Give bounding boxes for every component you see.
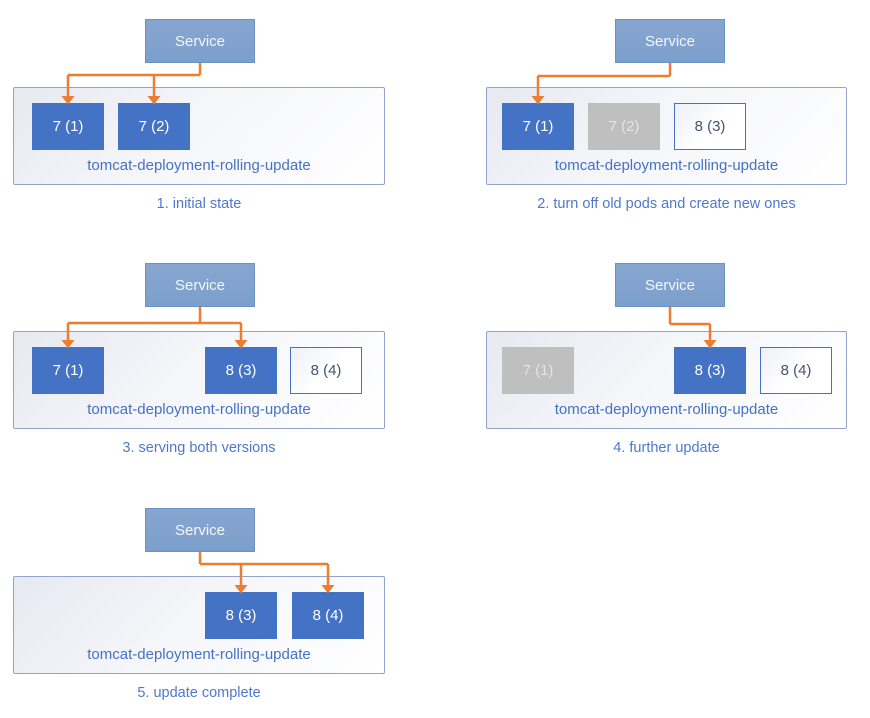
step-caption: 4. further update <box>613 440 720 456</box>
pod-8-3: 8 (3) <box>205 347 277 394</box>
panel-step-2: Service 7 (1) 7 (2) 8 (3) tomcat-deployment-… <box>470 0 870 240</box>
pod-8-3: 8 (3) <box>674 103 746 150</box>
service-box: Service <box>615 19 725 63</box>
service-box: Service <box>615 263 725 307</box>
pod-7-1: 7 (1) <box>32 347 104 394</box>
panel-step-3: Service 7 (1) 8 (3) 8 (4) tomcat-deployment-… <box>0 244 435 484</box>
service-box: Service <box>145 508 255 552</box>
service-box: Service <box>145 263 255 307</box>
deployment-label: tomcat-deployment-rolling-update <box>554 401 779 418</box>
pod-8-4: 8 (4) <box>290 347 362 394</box>
pod-7-1: 7 (1) <box>32 103 104 150</box>
pod-8-4: 8 (4) <box>760 347 832 394</box>
pod-7-2: 7 (2) <box>588 103 660 150</box>
pod-8-3: 8 (3) <box>674 347 746 394</box>
step-caption: 2. turn off old pods and create new ones <box>537 196 796 212</box>
panel-step-1: Service 7 (1) 7 (2) tomcat-deployment-rolli… <box>0 0 435 240</box>
pod-7-2: 7 (2) <box>118 103 190 150</box>
pod-7-1: 7 (1) <box>502 347 574 394</box>
step-caption: 1. initial state <box>156 196 242 212</box>
panel-step-4: Service 7 (1) 8 (3) 8 (4) tomcat-deployment-… <box>470 244 870 484</box>
deployment-label: tomcat-deployment-rolling-update <box>87 646 311 663</box>
service-box: Service <box>145 19 255 63</box>
step-caption: 3. serving both versions <box>122 440 276 456</box>
pod-8-4: 8 (4) <box>292 592 364 639</box>
step-caption: 5. update complete <box>137 685 261 701</box>
deployment-label: tomcat-deployment-rolling-update <box>87 157 311 174</box>
pod-8-3: 8 (3) <box>205 592 277 639</box>
pod-7-1: 7 (1) <box>502 103 574 150</box>
deployment-label: tomcat-deployment-rolling-update <box>554 157 779 174</box>
deployment-label: tomcat-deployment-rolling-update <box>87 401 311 418</box>
panel-step-5: Service 8 (3) 8 (4) tomcat-deployment-rolli… <box>0 489 435 718</box>
